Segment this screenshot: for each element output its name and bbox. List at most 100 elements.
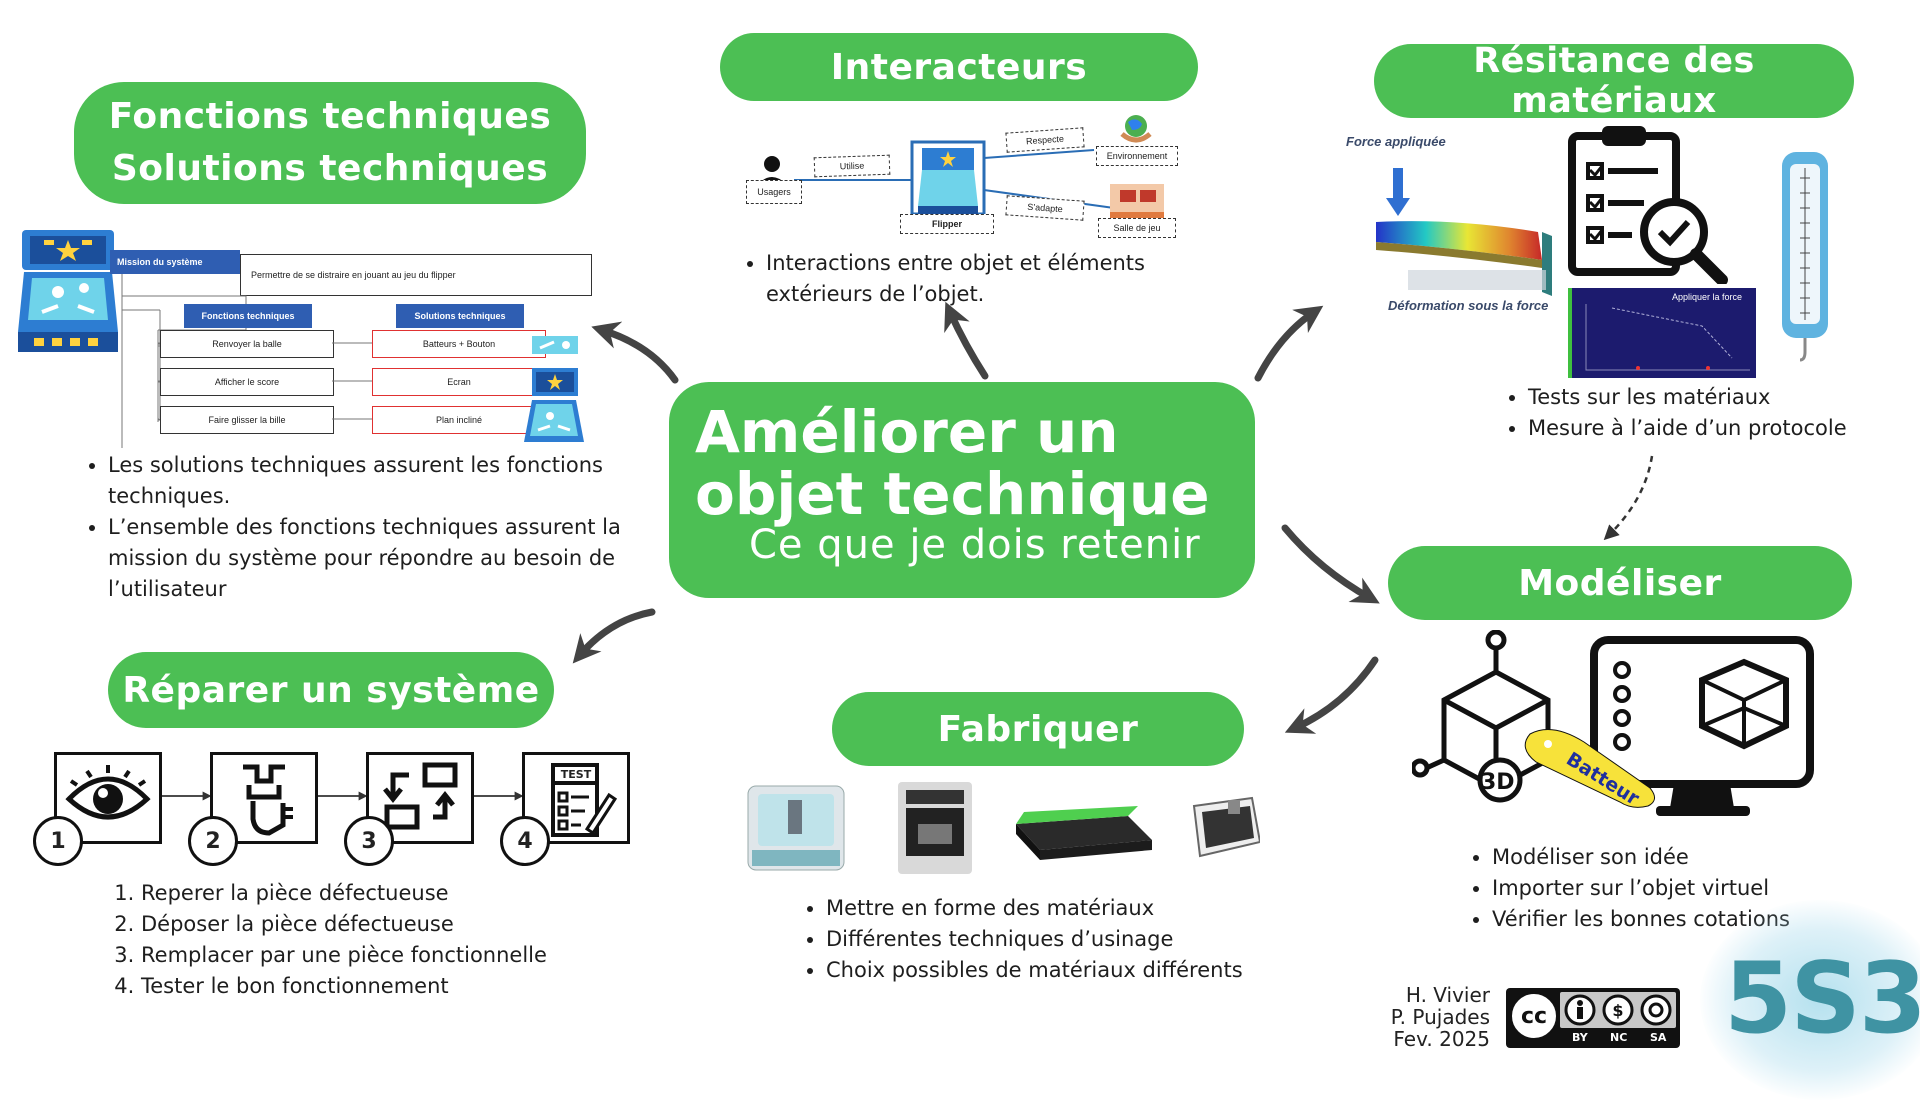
cc-nc-label: NC [1610, 1031, 1628, 1044]
fonctions-title-pill: Fonctions techniques Solutions technique… [74, 82, 586, 204]
reparer-title-pill: Réparer un système [108, 652, 554, 728]
solution-label-1: Batteurs + Bouton [422, 339, 496, 349]
solution-label-3: Plan incliné [435, 415, 483, 425]
graph-lines [1585, 304, 1750, 371]
interacteurs-bullet-1: Interactions entre objet et éléments ext… [766, 248, 1206, 310]
modelisation-icons [1412, 630, 1814, 816]
reparer-step-4: Tester le bon fonctionnement [141, 971, 621, 1002]
arrow-to-resistance [1254, 305, 1324, 382]
step-number-2: 2 [188, 816, 238, 866]
fabriquer-bullet-1: Mettre en forme des matériaux [826, 893, 1266, 924]
solution-box-1: Batteurs + Bouton [372, 330, 546, 358]
credit-line-1: H. Vivier [1405, 983, 1490, 1007]
fonction-box-1: Renvoyer la balle [160, 330, 334, 358]
fabriquer-bullet-2: Différentes techniques d’usinage [826, 924, 1266, 955]
col-solutions-label: Solutions techniques [414, 311, 506, 321]
arrow-resistance-to-modeliser [1603, 455, 1654, 541]
modeliser-title-pill: Modéliser [1388, 546, 1852, 620]
fonction-box-2: Afficher le score [160, 368, 334, 396]
pinball-icon [18, 230, 118, 352]
screen-icon [532, 368, 578, 396]
environnement-label: Environnement [1106, 151, 1168, 161]
fabriquer-bullets: Mettre en forme des matériaux Différente… [800, 893, 1266, 986]
sadapte-label: S’adapte [1026, 201, 1064, 215]
resistance-title-pill: Résitance des matériaux [1374, 41, 1854, 121]
deformation-image [1376, 168, 1552, 296]
watercolor-splash [1700, 900, 1920, 1100]
center-title-line2: objet technique [695, 460, 1210, 528]
fonction-label-1: Renvoyer la balle [212, 339, 282, 349]
fonctions-bullet-1: Les solutions techniques assurent les fo… [108, 450, 628, 512]
mission-text-box: Permettre de se distraire en jouant au j… [240, 254, 592, 296]
fonctions-title-line1: Fonctions techniques [108, 96, 552, 137]
flipper-box: Flipper [900, 214, 994, 234]
fonction-label-3: Faire glisser la bille [208, 415, 286, 425]
fonction-label-2: Afficher le score [214, 377, 280, 387]
interacteurs-bullets: Interactions entre objet et éléments ext… [740, 248, 1206, 310]
row-connectors [157, 340, 372, 420]
cc-icon: cc [1510, 992, 1558, 1040]
modeliser-title: Modéliser [1518, 562, 1722, 604]
fonctions-bullet-2: L’ensemble des fonctions techniques assu… [108, 512, 628, 605]
mission-text: Permettre de se distraire en jouant au j… [251, 270, 456, 280]
fonction-box-3: Faire glisser la bille [160, 406, 334, 434]
arrow-to-interacteurs [944, 301, 989, 380]
usagers-label: Usagers [757, 187, 791, 197]
resistance-bullet-1: Tests sur les matériaux [1528, 382, 1920, 413]
step-number-1: 1 [33, 816, 83, 866]
resistance-bullets: Tests sur les matériaux Mesure à l’aide … [1502, 382, 1920, 444]
credit-line-2: P. Pujades [1390, 1005, 1490, 1029]
test-label: TEST [560, 768, 592, 781]
arrow-to-modeliser [1281, 524, 1380, 604]
reparer-title: Réparer un système [122, 669, 540, 711]
utilise-box: Utilise [813, 154, 891, 178]
step-number-4: 4 [500, 816, 550, 866]
respecte-label: Respecte [1025, 133, 1065, 147]
wrench-hand-icon [243, 764, 293, 836]
cc-license-badge: cc $ BY NC SA [1506, 988, 1680, 1048]
step-box-1 [54, 752, 162, 844]
repair-steps-arrows [158, 791, 524, 801]
modeliser-bullet-2: Importer sur l’objet virtuel [1492, 873, 1912, 904]
graph-label: Appliquer la force [1671, 292, 1742, 302]
checklist-magnifier-icon [1568, 126, 1728, 284]
col-solutions-header: Solutions techniques [396, 304, 524, 328]
fonctions-bullets: Les solutions techniques assurent les fo… [82, 450, 628, 605]
salle-box: Salle de jeu [1098, 218, 1176, 238]
credit-line-3: Fev. 2025 [1393, 1027, 1490, 1051]
center-title-line1: Améliorer un [695, 398, 1119, 466]
step-number-3: 3 [344, 816, 394, 866]
reparer-steps-list: Reperer la pièce défectueuse Déposer la … [117, 878, 621, 1002]
modeliser-bullet-1: Modéliser son idée [1492, 842, 1912, 873]
mission-label: Mission du système [117, 257, 203, 267]
solution-box-2: Ecran [372, 368, 546, 396]
class-badge: 5S3 [1724, 942, 1920, 1056]
flipper-bat-icon [532, 336, 578, 354]
test-checklist-icon [551, 763, 618, 837]
salle-label: Salle de jeu [1113, 223, 1161, 233]
solution-label-2: Ecran [447, 377, 471, 387]
machines-image [747, 782, 1260, 874]
badge-3d-label: 3D [1481, 770, 1515, 795]
reparer-step-1: Reperer la pièce défectueuse [141, 878, 621, 909]
force-label: Force appliquée [1346, 134, 1446, 149]
mission-label-box: Mission du système [110, 250, 240, 274]
cc-sa-label: SA [1650, 1031, 1667, 1044]
fonctions-title-line2: Solutions techniques [111, 148, 549, 189]
utilise-label: Utilise [839, 160, 865, 172]
deformation-label: Déformation sous la force [1388, 298, 1549, 313]
interacteurs-title-pill: Interacteurs [720, 33, 1198, 101]
flipper-label: Flipper [931, 219, 962, 229]
resistance-title: Résitance des matériaux [1473, 41, 1755, 121]
force-graph: Appliquer la force [1568, 288, 1756, 378]
solution-box-3: Plan incliné [372, 406, 546, 434]
dynamometer-icon [1782, 152, 1828, 362]
reparer-step-2: Déposer la pièce défectueuse [141, 909, 621, 940]
svg-text:$: $ [1612, 1001, 1623, 1020]
interacteurs-title: Interacteurs [830, 46, 1088, 88]
modeliser-bullets: Modéliser son idée Importer sur l’objet … [1466, 842, 1912, 935]
center-card: Améliorer un objet technique Ce que je d… [669, 382, 1255, 598]
center-subtitle: Ce que je dois retenir [749, 522, 1201, 568]
interactions-diagram [758, 115, 1164, 220]
col-fonctions-label: Fonctions techniques [201, 311, 295, 321]
